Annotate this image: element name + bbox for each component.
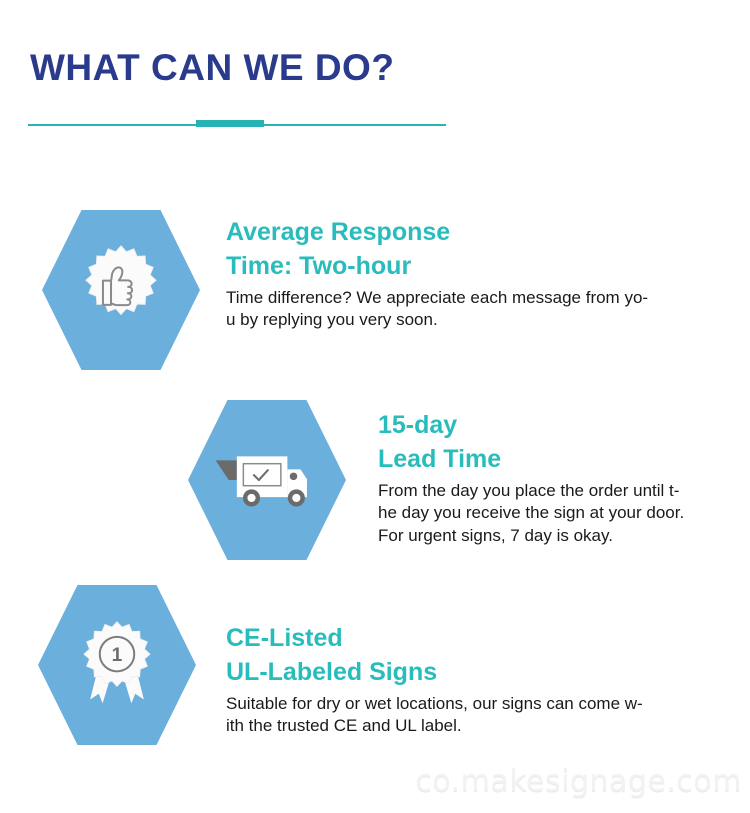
feature-heading-1: Average Response Time: Two-hour (226, 216, 648, 283)
title-divider-accent (196, 120, 264, 127)
feature-heading-2-line1: 15-day (378, 411, 458, 439)
feature-body-2-line2: he day you receive the sign at your door… (378, 503, 685, 523)
page-title: WHAT CAN WE DO? (30, 47, 395, 88)
feature-heading-3-line1: CE-Listed (226, 624, 343, 652)
feature-body-2-line3: For urgent signs, 7 day is okay. (378, 525, 613, 545)
feature-heading-3: CE-Listed UL-Labeled Signs (226, 622, 643, 689)
feature-text-block-3: CE-Listed UL-Labeled Signs Suitable for … (226, 622, 643, 738)
feature-body-1-line1: Time difference? We appreciate each mess… (226, 288, 649, 307)
hexagon-shape-3 (38, 585, 196, 745)
feature-heading-3-line2: UL-Labeled Signs (226, 657, 438, 686)
feature-text-block-2: 15-day Lead Time From the day you place … (378, 409, 684, 547)
hexagon-shape-1 (42, 210, 200, 370)
feature-body-3-line1: Suitable for dry or wet locations, our s… (226, 694, 643, 713)
feature-body-1: Time difference? We appreciate each mess… (226, 287, 648, 332)
feature-heading-1-line2: Time: Two-hour (226, 251, 412, 280)
hexagon-shape-2 (188, 400, 346, 560)
feature-body-1-line2: u by replying you very soon. (226, 310, 438, 330)
feature-body-2-line1: From the day you place the order until t… (378, 481, 680, 500)
feature-body-2: From the day you place the order until t… (378, 480, 684, 547)
site-watermark: co.makesignage.com (415, 764, 742, 799)
feature-body-3-line2: ith the trusted CE and UL label. (226, 716, 462, 736)
feature-heading-1-line1: Average Response (226, 218, 451, 246)
feature-body-3: Suitable for dry or wet locations, our s… (226, 693, 643, 738)
feature-heading-2-line2: Lead Time (378, 444, 502, 473)
feature-heading-2: 15-day Lead Time (378, 409, 684, 476)
feature-text-block-1: Average Response Time: Two-hour Time dif… (226, 216, 648, 332)
